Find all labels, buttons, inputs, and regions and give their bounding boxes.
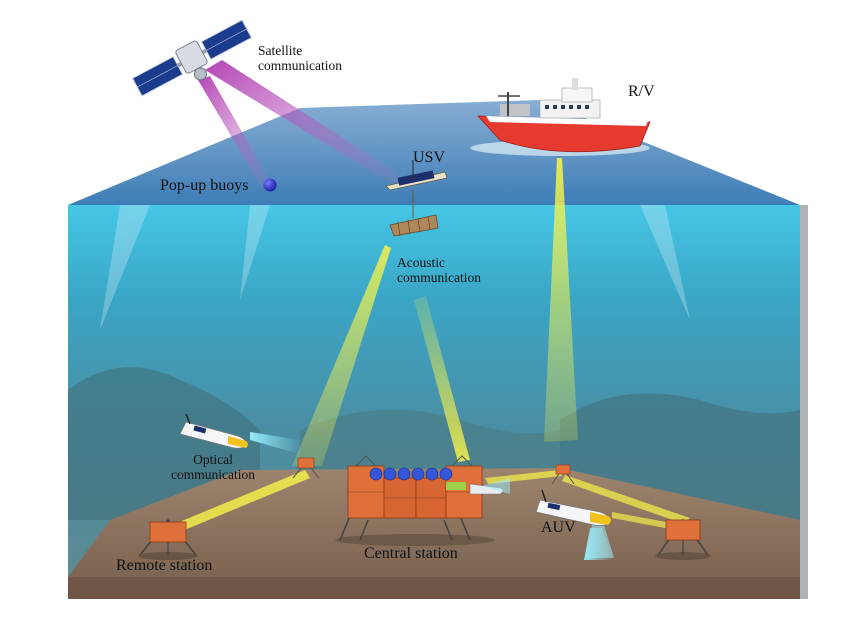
central-station-label: Central station <box>364 545 458 562</box>
box-shadow <box>800 205 808 599</box>
link-remote-to-node <box>160 470 310 536</box>
auv-label: AUV <box>541 519 576 536</box>
link-right-node-to-station <box>562 475 690 524</box>
optical-beam-upper <box>250 432 300 454</box>
optical-label-line2: communication <box>171 466 255 482</box>
rv-label: R/V <box>628 83 655 100</box>
central-station-icon <box>335 455 504 546</box>
optical-label: Optical communication <box>171 452 255 483</box>
acoustic-beam-usv-right <box>414 296 470 462</box>
acoustic-label: Acoustic communication <box>397 255 481 286</box>
popup-buoys-label: Pop-up buoys <box>160 177 249 194</box>
usv-label: USV <box>413 149 446 166</box>
satellite-label-line2: communication <box>258 57 342 73</box>
auv-upper-icon <box>179 413 248 449</box>
popup-buoy-icon <box>263 178 277 192</box>
acoustic-label-line1: Acoustic <box>397 255 445 270</box>
relay-node-right-icon <box>551 464 575 485</box>
acoustic-beam-rv <box>544 158 578 442</box>
optical-beam-right-down <box>586 525 614 558</box>
satellite-label: Satellite communication <box>258 43 342 74</box>
satellite-icon <box>131 19 253 97</box>
satellite-beam-usv <box>205 60 405 184</box>
surface-light-rays <box>100 205 690 330</box>
central-optical-glow <box>482 478 510 494</box>
acoustic-label-line2: communication <box>397 269 481 285</box>
usv-sub-wing-icon <box>389 190 439 237</box>
optical-label-line1: Optical <box>193 452 233 467</box>
seabed-edge <box>68 577 800 599</box>
remote-station-right-icon <box>655 518 711 560</box>
relay-node-left-icon <box>292 457 320 479</box>
sea-surface <box>68 100 800 205</box>
satellite-beam-buoy <box>198 76 272 188</box>
acoustic-beam-usv-left <box>292 245 391 466</box>
usv-icon <box>385 160 448 191</box>
remote-station-label: Remote station <box>116 557 213 574</box>
remote-station-left-icon <box>138 518 198 560</box>
auv-right-icon <box>535 489 611 527</box>
satellite-label-line1: Satellite <box>258 43 303 58</box>
research-vessel-icon <box>470 78 651 156</box>
